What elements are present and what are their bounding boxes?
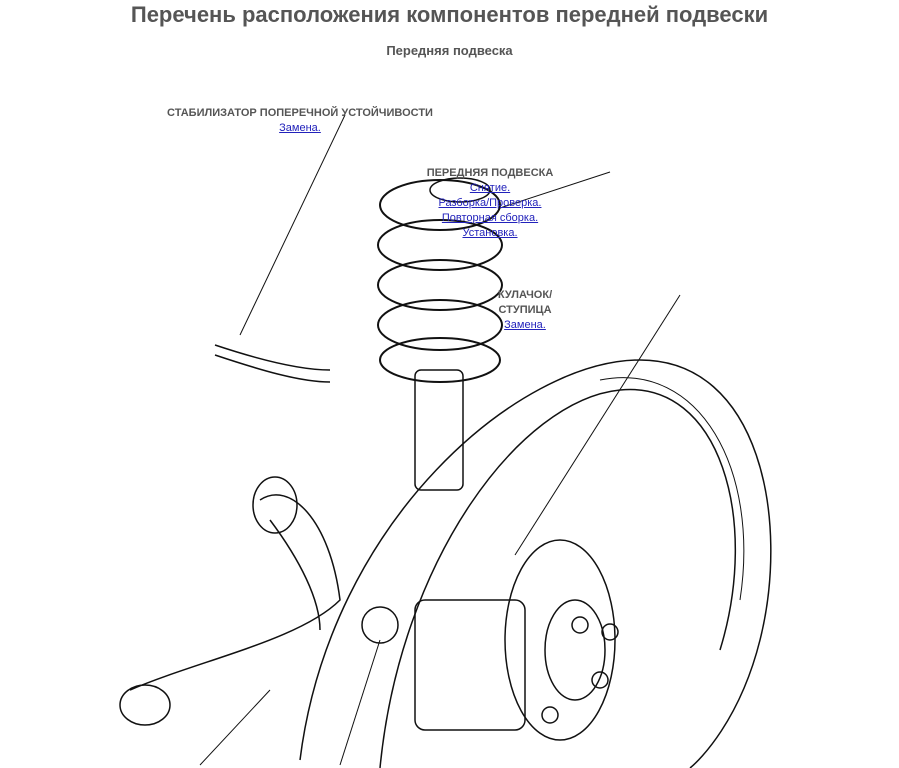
strut-installation-link[interactable]: Установка.	[462, 227, 518, 239]
page-subtitle: Передняя подвеска	[386, 43, 513, 58]
callout-knuckle: КУЛАЧОК/ СТУПИЦА Замена.	[490, 288, 560, 333]
stabilizer-replace-link[interactable]: Замена.	[279, 122, 321, 134]
callout-strut: ПЕРЕДНЯЯ ПОДВЕСКА Снятие. Разборка/Прове…	[420, 166, 560, 241]
callout-strut-label: ПЕРЕДНЯЯ ПОДВЕСКА	[426, 167, 554, 179]
strut-removal-link[interactable]: Снятие.	[469, 182, 511, 194]
strut-disassembly-link[interactable]: Разборка/Проверка.	[438, 197, 542, 209]
callout-knuckle-label-2: СТУПИЦА	[498, 304, 552, 316]
page-title: Перечень расположения компонентов передн…	[130, 2, 769, 27]
callout-stabilizer-label: СТАБИЛИЗАТОР ПОПЕРЕЧНОЙ УСТОЙЧИВОСТИ	[167, 107, 433, 119]
knuckle-replace-link[interactable]: Замена.	[504, 319, 546, 331]
callout-stabilizer: СТАБИЛИЗАТОР ПОПЕРЕЧНОЙ УСТОЙЧИВОСТИ Зам…	[160, 106, 440, 136]
callout-knuckle-label-1: КУЛАЧОК/	[497, 289, 553, 301]
strut-reassembly-link[interactable]: Повторная сборка.	[441, 212, 539, 224]
